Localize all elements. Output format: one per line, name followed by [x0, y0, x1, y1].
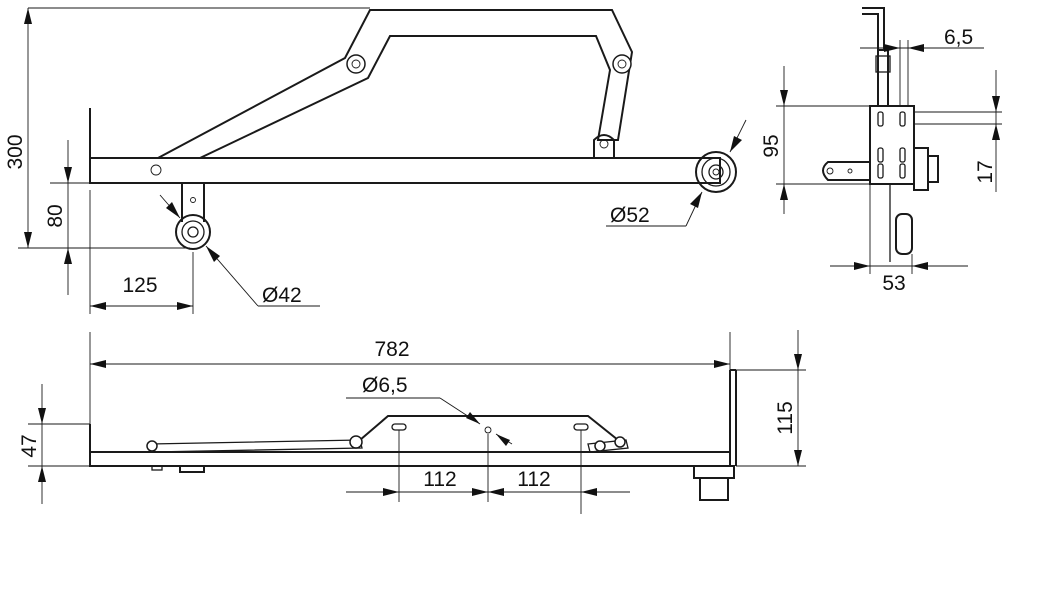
dim-47: 47	[18, 434, 41, 457]
dim-112-left: 112	[423, 468, 456, 491]
end-view: 6,5 95 17 53	[760, 7, 1002, 295]
small-wheel	[175, 214, 211, 250]
dim-125: 125	[122, 274, 157, 297]
plan-view: 782 Ø6,5 47 115 112 112	[18, 330, 806, 514]
handle-frame	[157, 9, 634, 159]
side-view: 300 80 125 Ø42 Ø52	[4, 7, 747, 314]
main-bar	[89, 157, 721, 184]
dim-dia-6-5: Ø6,5	[362, 374, 408, 397]
mounting-plate	[869, 105, 915, 185]
base-bar	[89, 451, 731, 467]
dim-6-5: 6,5	[944, 26, 973, 49]
raised-plate	[359, 415, 619, 441]
pivot-joint	[346, 54, 366, 74]
dim-112-right: 112	[517, 468, 550, 491]
dim-53: 53	[882, 272, 905, 295]
dim-dia-52: Ø52	[610, 204, 650, 227]
dim-300: 300	[4, 134, 27, 169]
dim-782: 782	[374, 338, 409, 361]
dim-17: 17	[974, 160, 997, 183]
large-wheel	[695, 151, 737, 193]
dim-dia-42: Ø42	[262, 284, 302, 307]
dim-80: 80	[44, 204, 67, 227]
dim-115: 115	[774, 401, 797, 434]
pivot-joint	[612, 54, 632, 74]
dim-95: 95	[760, 134, 783, 157]
